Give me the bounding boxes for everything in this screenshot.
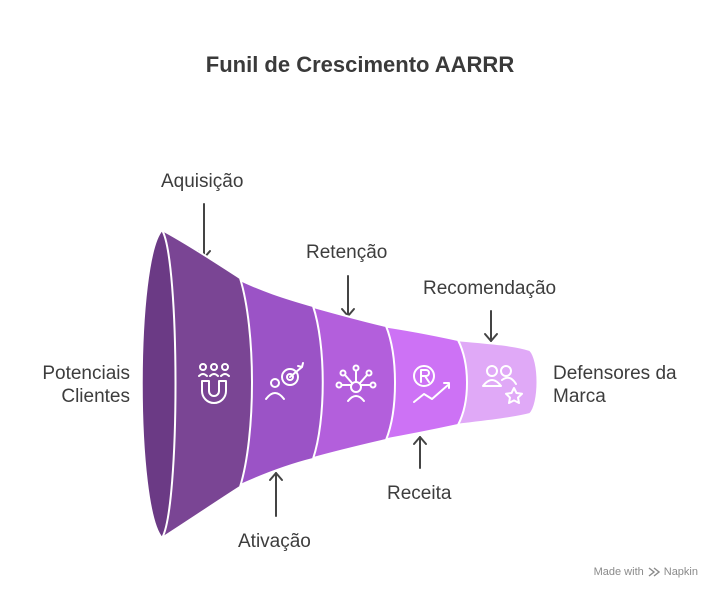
input-label: Potenciais Clientes — [42, 362, 130, 408]
stage-label-retencao: Retenção — [306, 242, 388, 263]
stage-label-ativacao: Ativação — [238, 531, 311, 552]
arrow-receita — [413, 436, 427, 469]
diagram-title: Funil de Crescimento AARRR — [205, 52, 515, 77]
person-network-icon — [335, 364, 377, 402]
made-with-text: Made with — [593, 566, 644, 578]
stage-label-recomendacao: Recomendação — [423, 278, 557, 299]
arrow-recomendacao — [484, 310, 498, 342]
output-label: Defensores da Marca — [553, 362, 677, 408]
arrow-ativacao — [269, 472, 283, 517]
revenue-growth-icon — [413, 365, 450, 403]
input-label-line1: Potenciais — [42, 363, 130, 384]
output-label-line2: Marca — [553, 386, 606, 407]
arrow-aquisicao — [197, 203, 211, 259]
brand-name: Napkin — [663, 566, 698, 578]
stage-label-aquisicao: Aquisição — [161, 171, 244, 192]
funnel-mouth — [140, 228, 177, 540]
person-target-icon — [265, 362, 304, 400]
funnel-band-receita — [381, 324, 468, 442]
magnet-people-icon — [198, 363, 230, 404]
arrow-retencao — [341, 275, 355, 317]
output-label-line1: Defensores da — [553, 363, 677, 384]
footer: Made with Napkin — [594, 566, 698, 578]
funnel-band-aquisicao — [161, 228, 253, 540]
napkin-logo-icon — [648, 567, 660, 577]
people-star-icon — [482, 365, 523, 404]
input-label-line2: Clientes — [61, 386, 130, 407]
stage-label-receita: Receita — [387, 483, 452, 504]
